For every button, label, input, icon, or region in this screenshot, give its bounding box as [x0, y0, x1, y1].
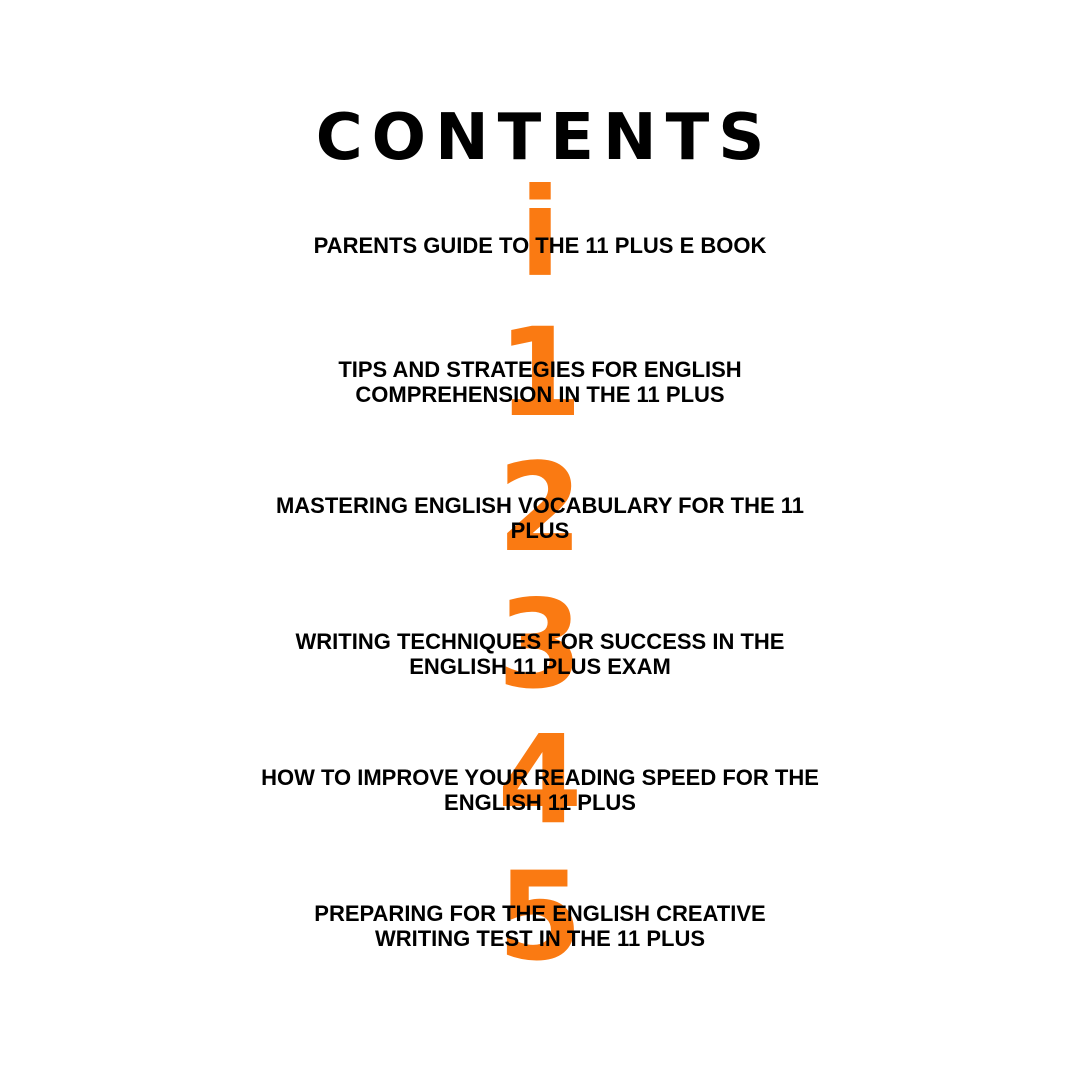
entry-numeral: 5 — [497, 846, 583, 988]
entry-numeral: 4 — [497, 709, 583, 851]
entry-numeral: 3 — [497, 574, 583, 716]
entry-label: MASTERING ENGLISH VOCABULARY FOR THE 11 … — [275, 493, 805, 543]
entry-numeral: 2 — [497, 437, 583, 579]
entry-label: HOW TO IMPROVE YOUR READING SPEED FOR TH… — [261, 765, 819, 815]
entry-label: PARENTS GUIDE TO THE 11 PLUS E BOOK — [313, 233, 767, 258]
entry-label: PREPARING FOR THE ENGLISH CREATIVE WRITI… — [314, 901, 766, 951]
entry-numeral: 1 — [497, 302, 583, 444]
page-title: CONTENTS — [315, 101, 774, 175]
entry-label: WRITING TECHNIQUES FOR SUCCESS IN THE EN… — [295, 629, 785, 679]
entry-label: TIPS AND STRATEGIES FOR ENGLISH COMPREHE… — [338, 357, 742, 407]
entry-numeral: i — [519, 162, 561, 304]
